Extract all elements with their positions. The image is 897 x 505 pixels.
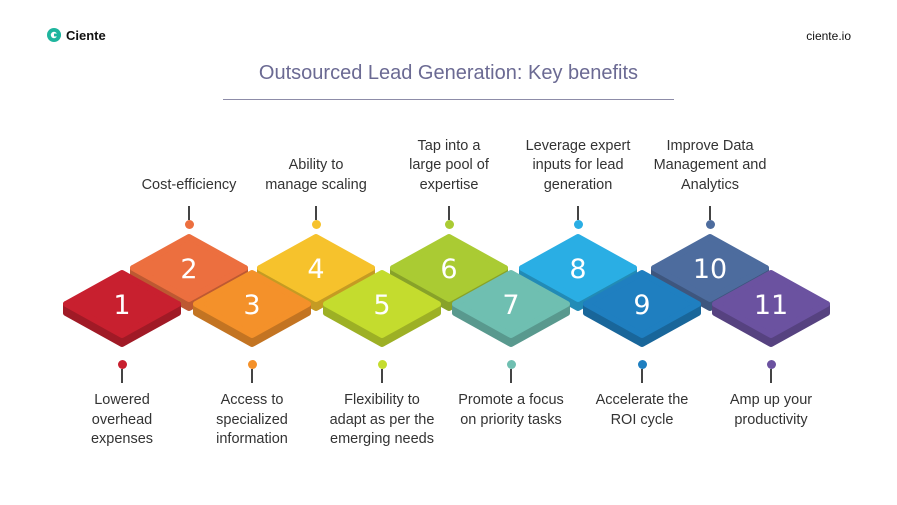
pin-line-3 — [251, 369, 253, 383]
step-number: 2 — [180, 254, 197, 285]
step-tile-7: 7 — [452, 270, 570, 347]
step-number: 7 — [502, 290, 519, 321]
step-label-2: Cost-efficiency — [141, 176, 237, 193]
pin-line-2 — [188, 206, 190, 220]
pin-dot-10 — [705, 220, 715, 229]
brand-name: Ciente — [66, 27, 106, 43]
step-tile-11: 11 — [712, 270, 830, 347]
step-number: 8 — [569, 254, 586, 285]
ciente-logo-icon — [47, 28, 61, 42]
step-number: 3 — [243, 290, 260, 321]
step-number: 4 — [307, 254, 324, 285]
pin-dot-3 — [247, 360, 257, 369]
step-tile-10: 10 — [651, 234, 769, 311]
step-tile-3: 3 — [193, 270, 311, 347]
step-number: 10 — [693, 254, 727, 285]
pin-dot-5 — [377, 360, 387, 369]
page-title: Outsourced Lead Generation: Key benefits — [258, 62, 639, 84]
step-tile-5: 5 — [323, 270, 441, 347]
step-number: 6 — [440, 254, 457, 285]
step-number: 5 — [373, 290, 390, 321]
pin-line-8 — [577, 206, 579, 220]
pin-line-1 — [121, 369, 123, 383]
step-tile-2: 2 — [130, 234, 248, 311]
pin-line-6 — [448, 206, 450, 220]
pin-dot-7 — [506, 360, 516, 369]
pin-line-7 — [510, 369, 512, 383]
title-divider — [223, 99, 674, 100]
step-tile-1: 1 — [63, 270, 181, 347]
brand-logo: Ciente — [46, 27, 106, 43]
pin-line-11 — [770, 369, 772, 383]
step-tile-9: 9 — [583, 270, 701, 347]
pin-dot-6 — [444, 220, 454, 229]
pin-line-4 — [315, 206, 317, 220]
step-number: 11 — [754, 290, 788, 321]
step-number: 1 — [113, 290, 130, 321]
pin-dot-9 — [637, 360, 647, 369]
pin-dot-1 — [117, 360, 127, 369]
pin-line-5 — [381, 369, 383, 383]
website-url: ciente.io — [806, 29, 851, 43]
pin-line-10 — [709, 206, 711, 220]
pin-dot-8 — [573, 220, 583, 229]
step-number: 9 — [633, 290, 650, 321]
pin-line-9 — [641, 369, 643, 383]
pin-dot-11 — [766, 360, 776, 369]
pin-dot-2 — [184, 220, 194, 229]
pin-dot-4 — [311, 220, 321, 229]
